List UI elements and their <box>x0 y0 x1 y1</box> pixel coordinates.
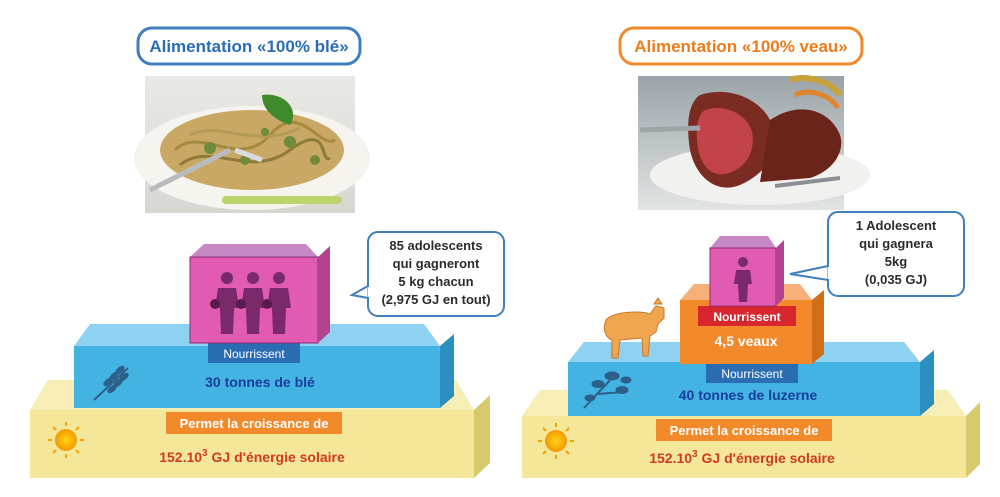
right-callout-line-4: (0,035 GJ) <box>865 272 927 287</box>
svg-text:Nourrissent: Nourrissent <box>223 347 285 361</box>
left-mid-label: 30 tonnes de blé <box>205 374 315 390</box>
left-title-pill: Alimentation «100% blé» <box>136 26 362 66</box>
left-top-block <box>189 244 330 344</box>
calf-icon <box>603 297 665 359</box>
right-low-label: 40 tonnes de luzerne <box>679 387 818 403</box>
alfalfa-icon <box>583 371 632 409</box>
svg-text:Nourrissent: Nourrissent <box>721 367 783 381</box>
steak-photo <box>638 75 870 210</box>
adolescents-icon <box>210 272 291 334</box>
left-base-banner: Permet la croissance de <box>166 412 342 434</box>
left-top-label: Nourrissent <box>208 343 300 363</box>
left-base-energy: 152.103 GJ d'énergie solaire <box>159 448 345 465</box>
sun-icon <box>538 423 574 459</box>
spaghetti-pesto-photo <box>134 76 370 213</box>
wheat-icon <box>93 365 129 401</box>
left-callout: 85 adolescents qui gagneront 5 kg chacun… <box>349 231 505 317</box>
right-mid-nourrissent: Nourrissent <box>706 364 798 383</box>
sun-icon <box>48 422 84 458</box>
left-callout-line-3: 5 kg chacun <box>398 274 473 289</box>
right-callout: 1 Adolescent qui gagnera 5kg (0,035 GJ) <box>789 211 965 297</box>
left-callout-line-2: qui gagneront <box>393 256 480 271</box>
right-top-nourrissent: Nourrissent <box>698 306 796 326</box>
adolescent-icon <box>734 257 752 302</box>
right-callout-line-2: qui gagnera <box>859 236 933 251</box>
left-callout-line-4: (2,975 GJ en tout) <box>381 292 490 307</box>
right-panel: Alimentation «100% veau» <box>522 26 980 478</box>
right-mid-value: 4,5 veaux <box>714 333 777 349</box>
svg-text:Nourrissent: Nourrissent <box>713 310 780 324</box>
left-base-banner-text: Permet la croissance de <box>180 416 329 431</box>
right-callout-line-1: 1 Adolescent <box>856 218 937 233</box>
right-top-block <box>709 236 784 307</box>
right-callout-line-3: 5kg <box>885 254 907 269</box>
right-base-banner-text: Permet la croissance de <box>670 423 819 438</box>
right-title-pill: Alimentation «100% veau» <box>618 26 864 66</box>
left-title: Alimentation «100% blé» <box>149 37 348 56</box>
left-callout-line-1: 85 adolescents <box>389 238 482 253</box>
right-base-banner: Permet la croissance de <box>656 419 832 441</box>
right-title: Alimentation «100% veau» <box>634 37 848 56</box>
left-panel: Alimentation «100% blé» <box>30 26 505 478</box>
right-base-energy: 152.103 GJ d'énergie solaire <box>649 449 835 466</box>
